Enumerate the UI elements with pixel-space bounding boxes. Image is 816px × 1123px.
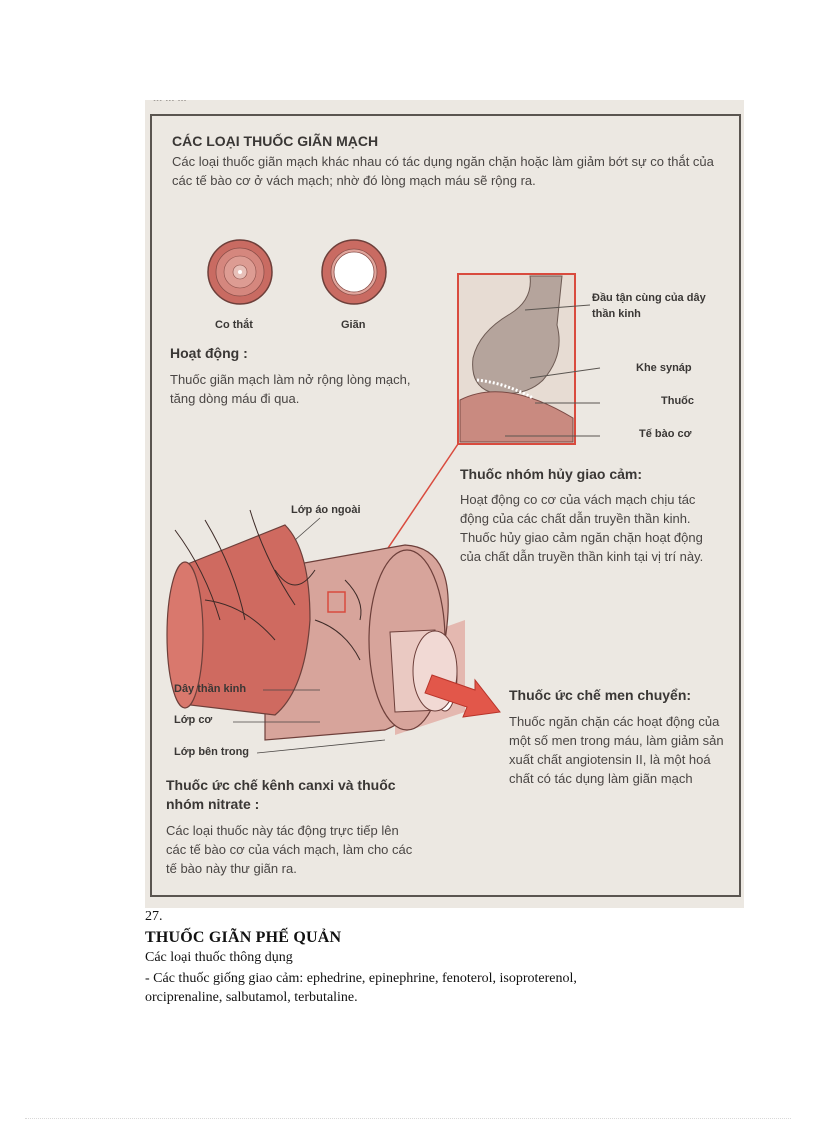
action-heading: Hoạt động :	[170, 345, 248, 361]
cleft-label: Khe synáp	[636, 362, 692, 374]
dilated-label: Giãn	[341, 319, 366, 331]
ace-heading: Thuốc ức chế men chuyển:	[509, 687, 692, 703]
ccb-heading: Thuốc ức chế kênh canxi và thuốc nhóm ni…	[166, 777, 396, 812]
blood-vessel-illustration	[166, 509, 501, 754]
synapse-inset	[457, 273, 601, 445]
page-number: 27.	[145, 909, 163, 924]
nerve-end-label: Đầu tận cùng của dây thần kinh	[592, 292, 706, 320]
scanned-illustration: ... ... ...	[145, 100, 744, 908]
outer-layer-label: Lớp áo ngoài	[291, 504, 361, 516]
vasodilator-diagram	[166, 239, 601, 754]
inner-layer-label: Lớp bên trong	[174, 746, 250, 758]
diagram-intro: Các loại thuốc giãn mạch khác nhau có tá…	[172, 154, 714, 188]
drug-list-item: - Các thuốc giống giao cảm: ephedrine, e…	[145, 971, 577, 1005]
illustration-frame	[150, 114, 741, 897]
ccb-text: Các loại thuốc này tác động trực tiếp lê…	[166, 823, 413, 876]
constricted-vessel-icon	[207, 239, 273, 305]
constricted-label: Co thắt	[215, 319, 253, 331]
page-bottom-rule	[25, 1118, 791, 1119]
sympatholytic-text: Hoạt động co cơ của vách mạch chịu tác đ…	[460, 492, 704, 564]
sympatholytic-heading: Thuốc nhóm hủy giao cảm:	[460, 466, 643, 482]
cut-off-text: ... ... ...	[153, 100, 187, 104]
dilated-vessel-icon	[321, 239, 387, 305]
muscle-cell-label: Tế bào cơ	[639, 428, 692, 440]
action-text: Thuốc giãn mạch làm nở rộng lòng mạch, t…	[170, 372, 411, 406]
nerve-label: Dây thần kinh	[174, 683, 247, 695]
drug-label: Thuốc	[661, 395, 694, 407]
ace-text: Thuốc ngăn chặn các hoạt động của một số…	[509, 714, 724, 786]
section-subheading: Các loại thuốc thông dụng	[145, 950, 293, 965]
muscle-layer-label: Lớp cơ	[174, 714, 213, 726]
diagram-heading: CÁC LOẠI THUỐC GIÃN MẠCH	[172, 133, 379, 149]
section-title: THUỐC GIÃN PHẾ QUẢN	[145, 929, 342, 946]
